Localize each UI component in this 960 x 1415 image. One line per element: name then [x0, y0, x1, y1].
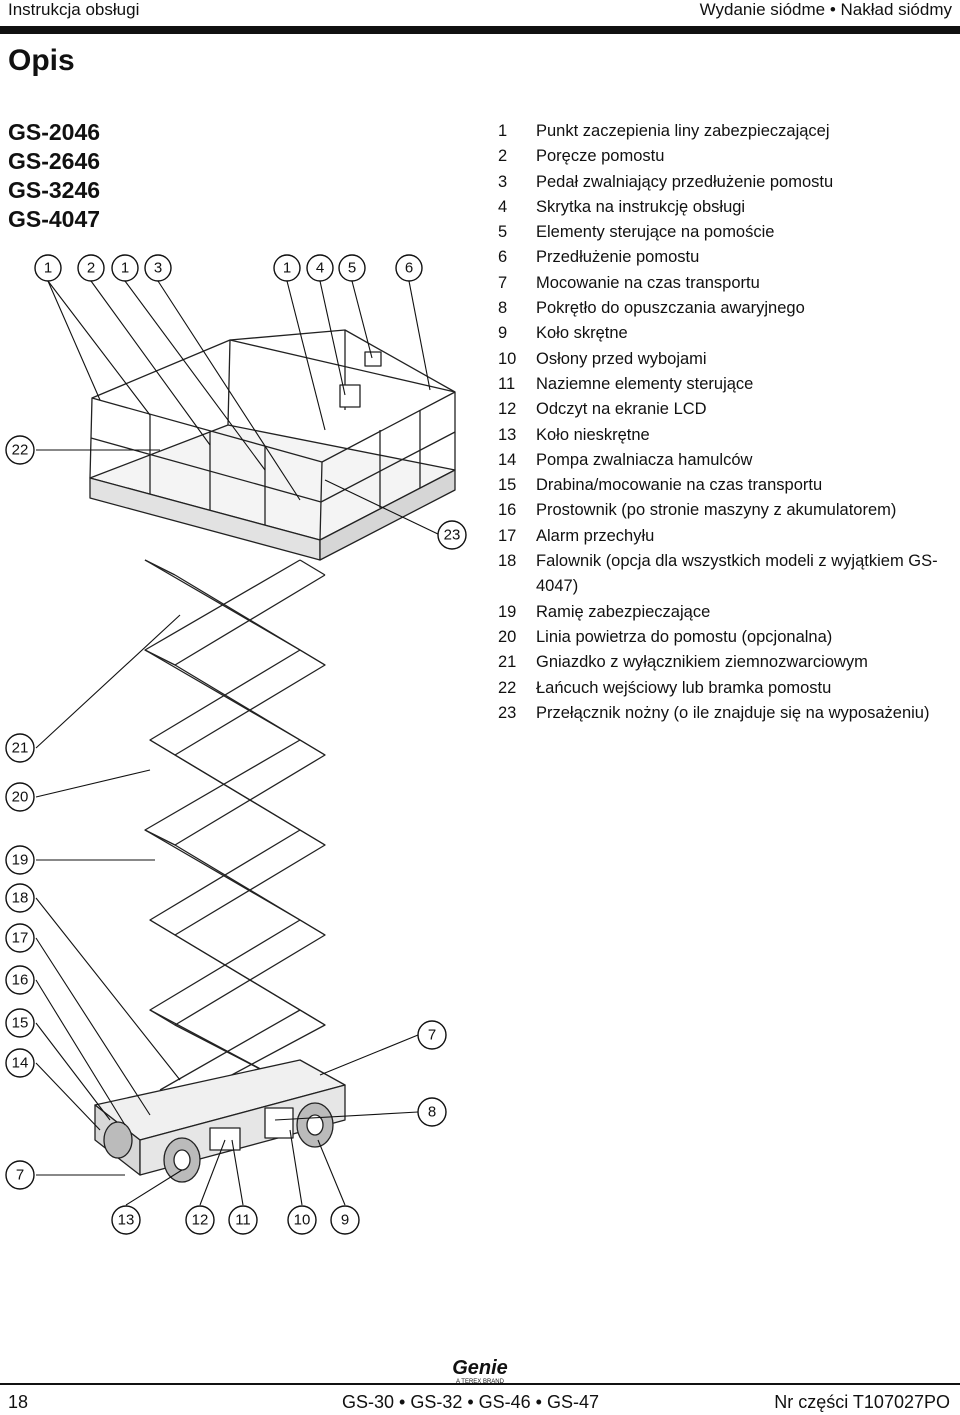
- callouts-right: 23 7 8: [417, 520, 467, 1127]
- svg-text:A TEREX BRAND: A TEREX BRAND: [456, 1379, 505, 1385]
- svg-text:11: 11: [235, 1212, 251, 1229]
- header-edition: Wydanie siódme • Nakład siódmy: [699, 0, 952, 19]
- callout-marker: 11: [228, 1205, 258, 1235]
- callout-marker: 4: [306, 254, 334, 282]
- callout-marker: 13: [111, 1205, 141, 1235]
- page-header: Instrukcja obsługi Wydanie siódme • Nakł…: [0, 0, 960, 22]
- callout-marker: 23: [437, 520, 467, 550]
- model-name: GS-2646: [8, 148, 101, 174]
- model-name: GS-3246: [8, 177, 101, 203]
- callouts-left: 22 21 20 19 18 17 16 15 14 7: [5, 435, 35, 1190]
- svg-text:19: 19: [12, 852, 29, 869]
- callout-marker: 14: [5, 1048, 35, 1078]
- header-rule: [0, 26, 960, 34]
- svg-text:7: 7: [16, 1167, 24, 1184]
- model-name: GS-4047: [8, 206, 101, 232]
- svg-text:7: 7: [428, 1027, 436, 1044]
- callout-marker: 21: [5, 733, 35, 763]
- svg-text:17: 17: [12, 930, 29, 947]
- callout-marker: 1: [273, 254, 301, 282]
- callout-marker: 15: [5, 1008, 35, 1038]
- svg-text:8: 8: [428, 1104, 436, 1121]
- callout-marker: 5: [338, 254, 366, 282]
- svg-text:15: 15: [12, 1015, 29, 1032]
- callout-marker: 10: [287, 1205, 317, 1235]
- model-name: GS-2046: [8, 119, 101, 145]
- callout-marker: 6: [395, 254, 423, 282]
- callout-marker: 1: [111, 254, 139, 282]
- header-manual-title: Instrukcja obsługi: [8, 0, 140, 19]
- callout-marker: 20: [5, 782, 35, 812]
- callout-marker: 7: [417, 1020, 447, 1050]
- footer-models: GS-30 • GS-32 • GS-46 • GS-47: [342, 1392, 600, 1412]
- svg-text:13: 13: [118, 1212, 135, 1229]
- page-title: Opis: [8, 44, 75, 77]
- svg-text:4: 4: [316, 260, 324, 277]
- part-number: Nr części T107027PO: [774, 1392, 950, 1412]
- svg-text:1: 1: [283, 260, 291, 277]
- callout-marker: 22: [5, 435, 35, 465]
- callout-marker: 2: [77, 254, 105, 282]
- scissor-lift-illustration: 1 2 1 3 1 4 5 6 22 21 20 19 18 17 16 15 …: [5, 254, 467, 1235]
- callouts-top: 1 2 1 3 1 4 5 6: [34, 254, 423, 282]
- svg-text:12: 12: [192, 1212, 209, 1229]
- svg-text:20: 20: [12, 789, 29, 806]
- svg-text:10: 10: [294, 1212, 311, 1229]
- callout-marker: 3: [144, 254, 172, 282]
- callout-marker: 9: [330, 1205, 360, 1235]
- svg-text:21: 21: [12, 740, 29, 757]
- svg-text:6: 6: [405, 260, 413, 277]
- callout-marker: 8: [417, 1097, 447, 1127]
- callout-marker: 17: [5, 923, 35, 953]
- callout-marker: 12: [185, 1205, 215, 1235]
- svg-text:2: 2: [87, 260, 95, 277]
- svg-text:Genie: Genie: [452, 1357, 508, 1379]
- svg-text:1: 1: [121, 260, 129, 277]
- callout-marker: 7: [5, 1160, 35, 1190]
- callout-marker: 16: [5, 965, 35, 995]
- svg-text:14: 14: [12, 1055, 29, 1072]
- callout-marker: 18: [5, 883, 35, 913]
- callouts-bottom: 13 12 11 10 9: [111, 1205, 360, 1235]
- callout-marker: 1: [34, 254, 62, 282]
- svg-text:22: 22: [12, 442, 29, 459]
- model-list: GS-2046 GS-2646 GS-3246 GS-4047: [8, 118, 100, 234]
- callout-marker: 19: [5, 845, 35, 875]
- svg-text:23: 23: [444, 527, 461, 544]
- page-number: 18: [8, 1392, 29, 1412]
- svg-text:1: 1: [44, 260, 52, 277]
- svg-text:3: 3: [154, 260, 162, 277]
- genie-logo: Genie A TEREX BRAND: [452, 1357, 508, 1385]
- svg-text:5: 5: [348, 260, 356, 277]
- svg-text:9: 9: [341, 1212, 349, 1229]
- footer-rule: [0, 1383, 960, 1385]
- svg-text:18: 18: [12, 890, 29, 907]
- svg-text:16: 16: [12, 972, 29, 989]
